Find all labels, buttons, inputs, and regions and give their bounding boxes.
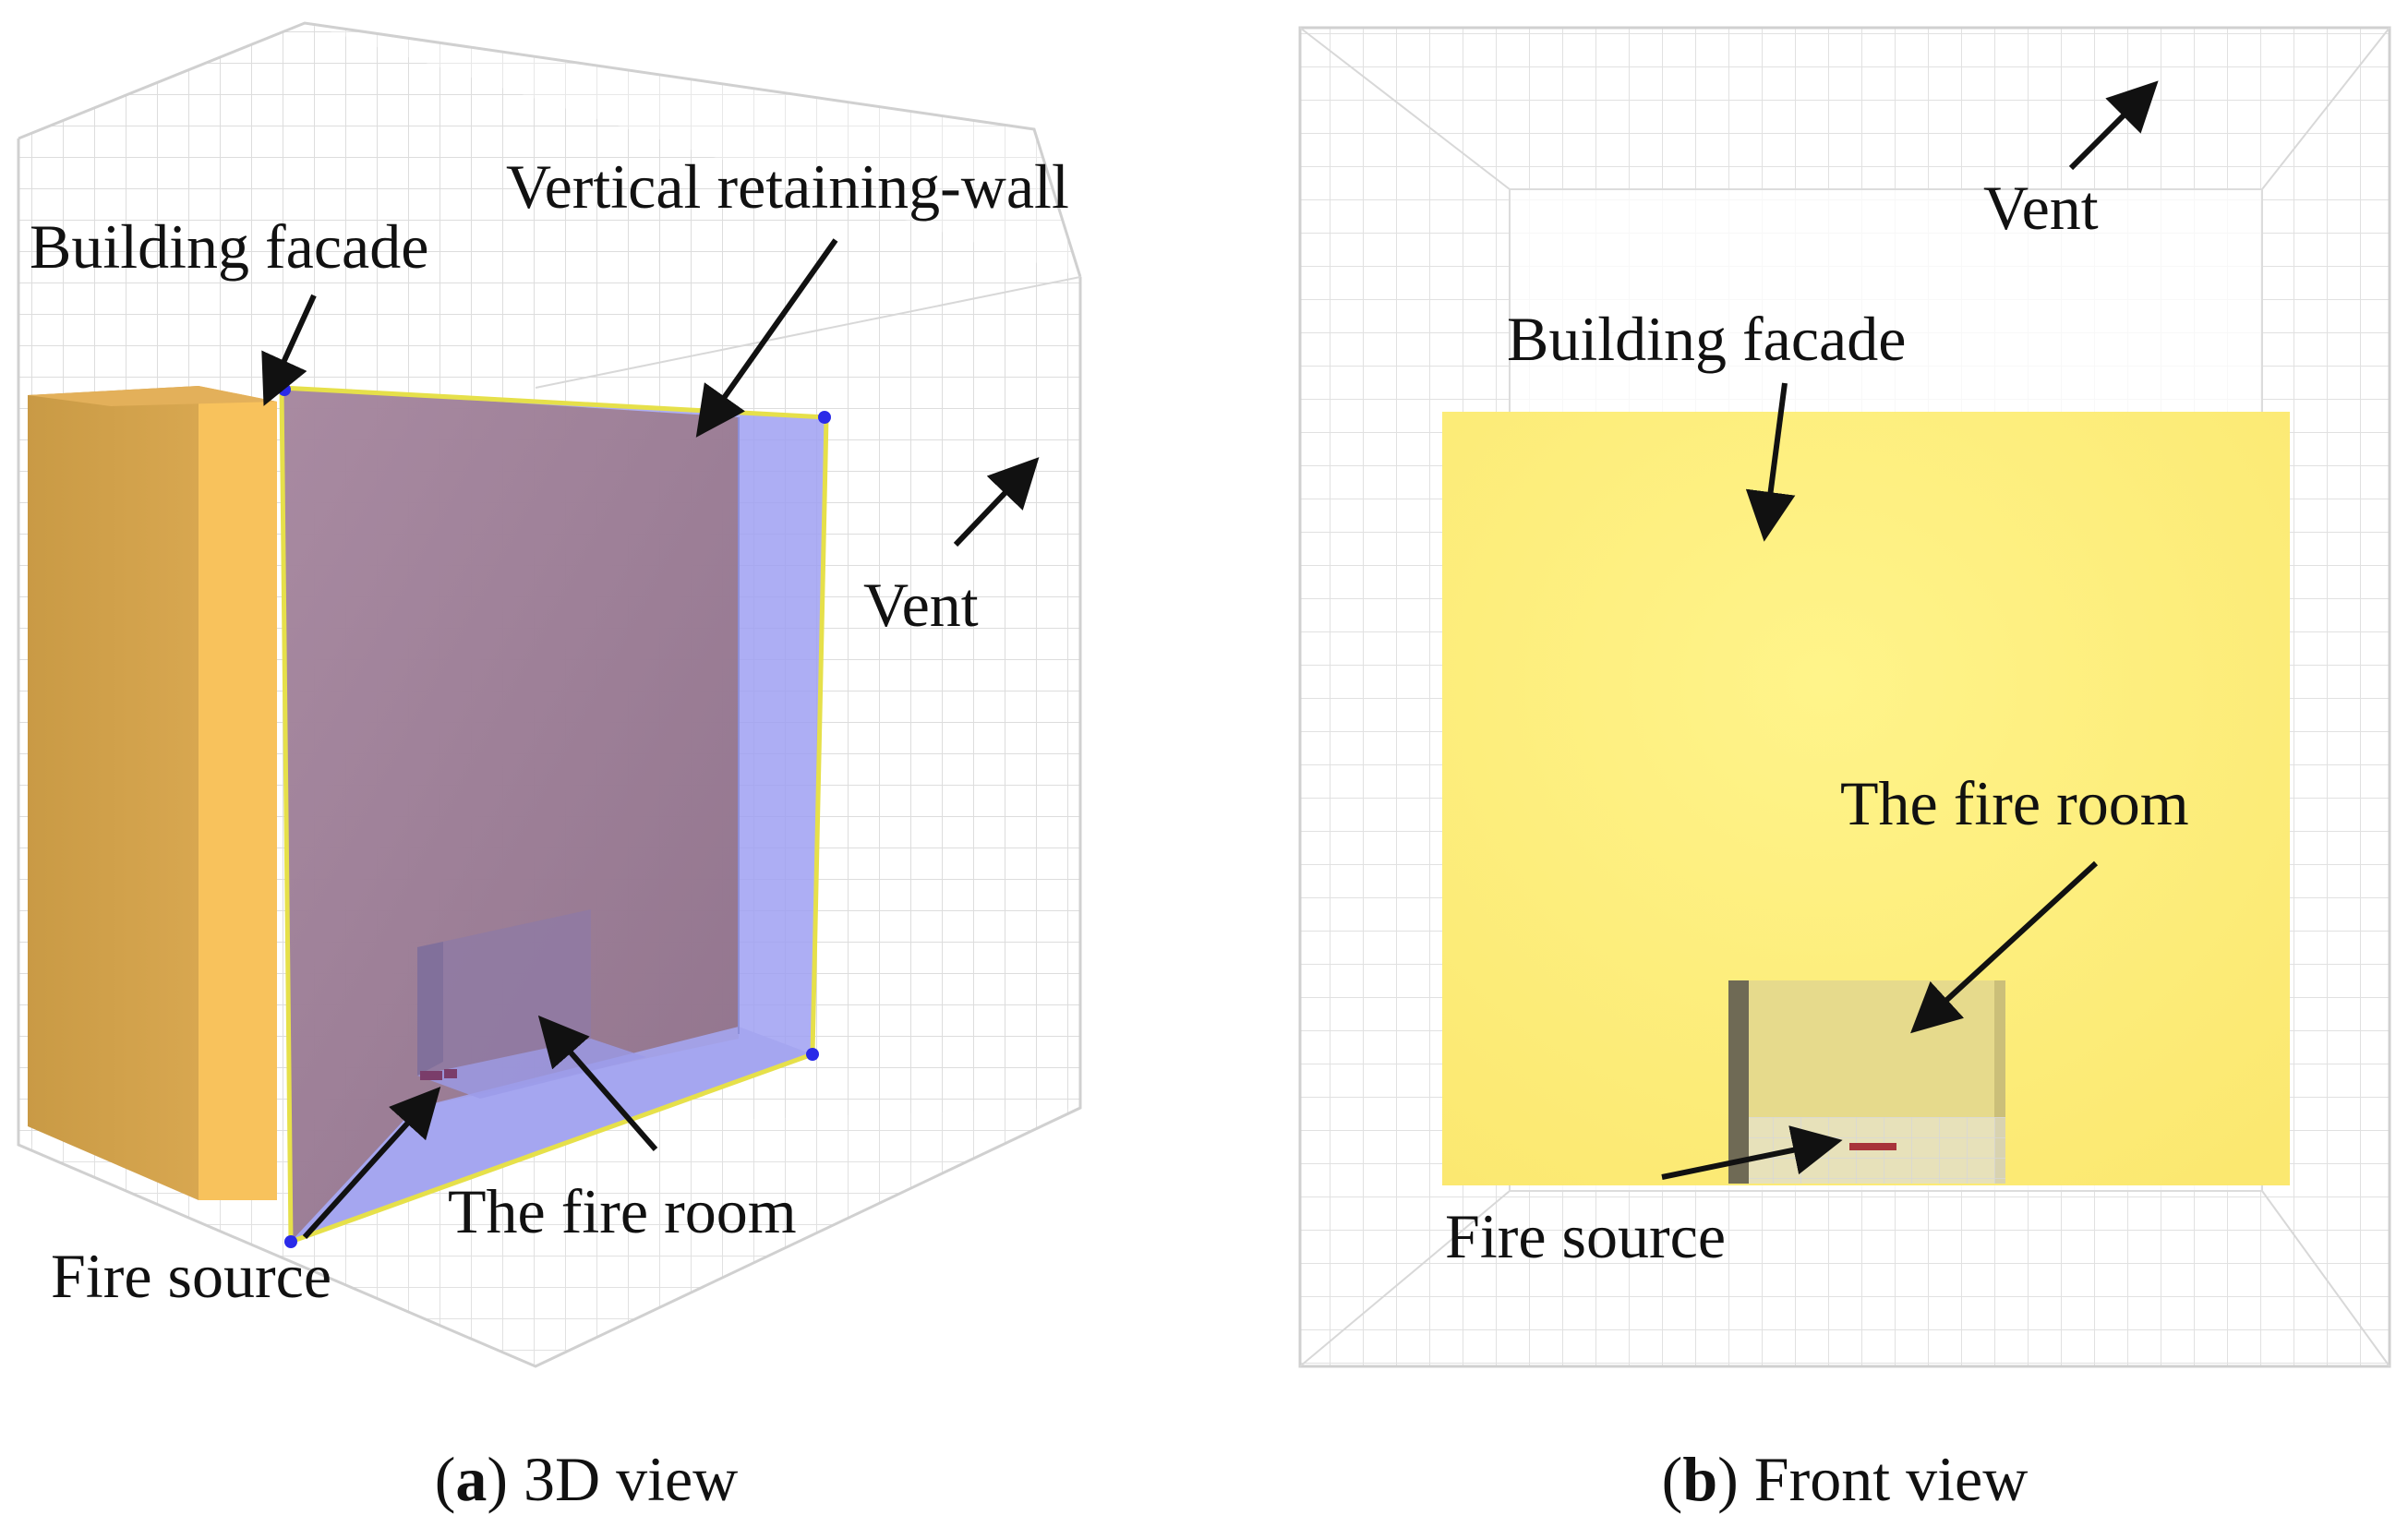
caption-text-b: Front view	[1754, 1444, 2029, 1514]
arrow-facade-b	[1745, 382, 1796, 542]
label-fire-source-b: Fire source	[1445, 1201, 1726, 1271]
arrow-fire-room-b	[1910, 860, 2099, 1034]
caption-letter-a: a	[455, 1444, 487, 1514]
arrow-fire-room-a	[537, 1015, 658, 1151]
label-building-facade-a: Building facade	[30, 211, 428, 282]
annotation-arrows-a	[261, 238, 1040, 1240]
fire-source-a	[420, 1069, 457, 1080]
arrow-retaining-wall-a	[695, 238, 838, 438]
caption-text-a: 3D view	[524, 1444, 738, 1514]
annotation-arrows-b	[1661, 80, 2159, 1180]
label-vent-b: Vent	[1983, 173, 2099, 243]
arrow-fire-source-b	[1661, 1125, 1843, 1180]
caption-letter-b: b	[1682, 1444, 1717, 1514]
label-retaining-wall-a: Vertical retaining-wall	[506, 151, 1069, 222]
fire-source-b	[1849, 1143, 1896, 1150]
caption-b: (b) Front view	[1662, 1444, 2029, 1514]
label-building-facade-b: Building facade	[1507, 304, 1906, 374]
label-fire-room-b: The fire room	[1840, 768, 2189, 838]
arrow-fire-source-a	[302, 1086, 441, 1240]
label-fire-room-a: The fire room	[448, 1176, 797, 1246]
panel-a-3d-view: Building facade Vertical retaining-wall …	[17, 21, 1082, 1514]
label-fire-source-a: Fire source	[51, 1241, 331, 1311]
label-vent-a: Vent	[863, 570, 979, 640]
arrow-vent-b	[2068, 80, 2159, 171]
building-facade-slab-a	[28, 386, 277, 1200]
arrow-vent-a	[953, 457, 1040, 547]
arrow-facade-a	[261, 294, 317, 406]
panel-b-front-view: Vent Building facade The fire room Fire …	[1298, 26, 2391, 1514]
caption-a: (a) 3D view	[435, 1444, 739, 1514]
